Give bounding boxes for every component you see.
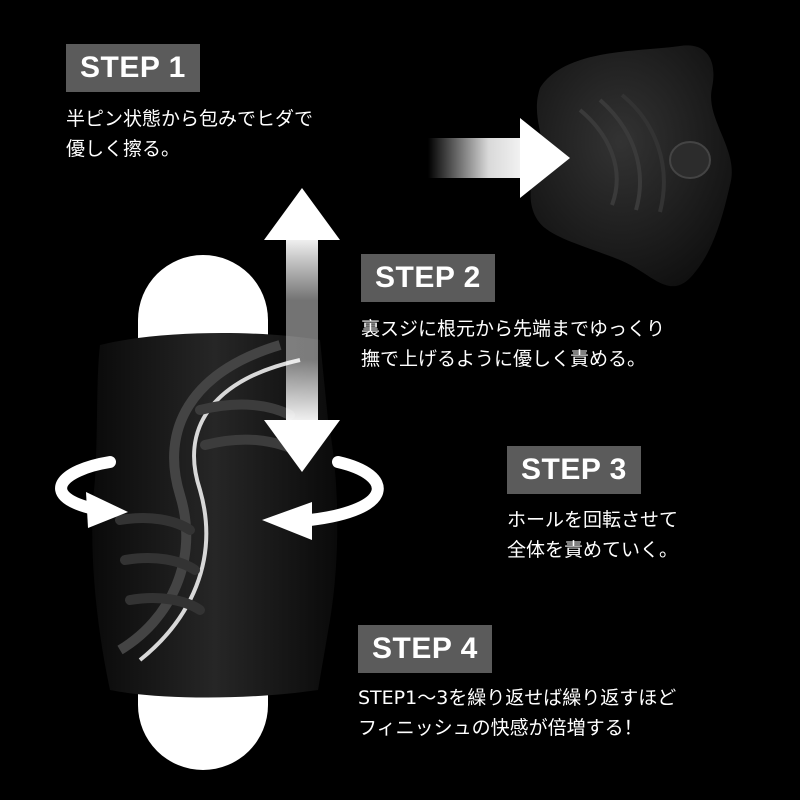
step-1-description: 半ピン状態から包みでヒダで 優しく擦る。 <box>66 104 313 164</box>
step-2-badge: STEP 2 <box>361 254 495 302</box>
up-down-arrow-icon <box>264 188 340 472</box>
product-body <box>92 255 338 770</box>
step-3-badge: STEP 3 <box>507 446 641 494</box>
step-1-line-1: 半ピン状態から包みでヒダで <box>66 108 314 130</box>
step-3-description: ホールを回転させて 全体を責めていく。 <box>507 505 678 565</box>
rotate-arrow-icon <box>55 456 384 540</box>
step-2-line-1: 裏スジに根元から先端までゆっくり <box>361 318 666 340</box>
nub-icon <box>669 141 711 179</box>
step-2-line-2: 撫で上げるように優しく責める。 <box>361 348 647 370</box>
step-4-badge: STEP 4 <box>358 625 492 673</box>
step-1-line-2: 優しく擦る。 <box>66 138 181 160</box>
step-2-description: 裏スジに根元から先端までゆっくり 撫で上げるように優しく責める。 <box>361 314 665 374</box>
product-closeup <box>530 45 732 287</box>
step-4-line-2: フィニッシュの快感が倍増する！ <box>358 717 643 739</box>
right-arrow-icon <box>428 118 570 198</box>
step-1-badge: STEP 1 <box>66 44 200 92</box>
step-3-line-1: ホールを回転させて <box>507 509 679 531</box>
step-4-line-1: STEP1～3を繰り返せば繰り返すほど <box>358 687 677 709</box>
step-4-description: STEP1～3を繰り返せば繰り返すほど フィニッシュの快感が倍増する！ <box>358 683 676 743</box>
step-3-line-2: 全体を責めていく。 <box>507 539 679 561</box>
